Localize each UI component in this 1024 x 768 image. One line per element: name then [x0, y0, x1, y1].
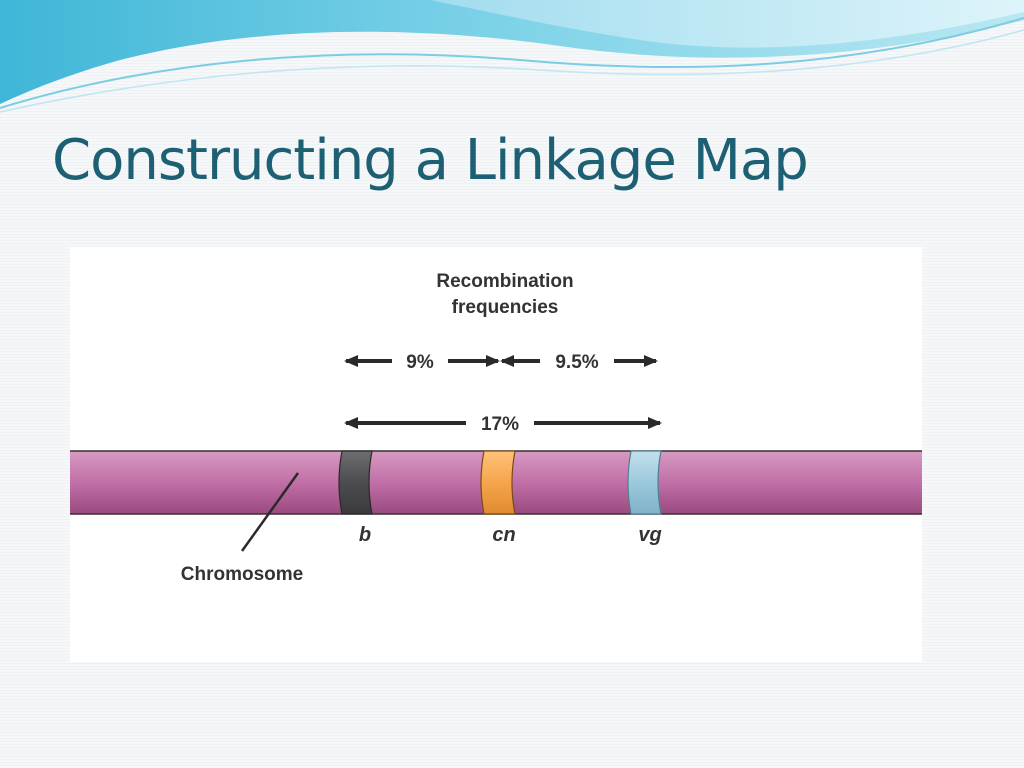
recombination-b-vg-label: 17% [481, 414, 519, 435]
gene-label-vg: vg [638, 524, 661, 546]
linkage-map-diagram: Recombination frequencies 9% 9.5% 17% [70, 271, 922, 585]
gene-band-vg [627, 450, 662, 515]
arrow-b-vg: 17% [344, 414, 662, 435]
recombination-heading-line2: frequencies [452, 297, 559, 318]
linkage-map-figure: Recombination frequencies 9% 9.5% 17% [70, 247, 922, 662]
chromosome-pointer-line [240, 472, 300, 552]
arrow-cn-vg: 9.5% [500, 352, 658, 373]
gene-band-cn [480, 450, 516, 515]
header-wave-decoration [0, 0, 1024, 113]
slide-title: Constructing a Linkage Map [52, 128, 809, 193]
gene-label-b: b [359, 524, 371, 546]
chromosome-label: Chromosome [181, 564, 303, 585]
gene-label-cn: cn [492, 524, 515, 546]
arrow-b-cn: 9% [344, 352, 500, 373]
gene-band-b [338, 450, 373, 515]
recombination-heading-line1: Recombination [436, 271, 573, 292]
recombination-b-cn-label: 9% [406, 352, 434, 373]
recombination-cn-vg-label: 9.5% [555, 352, 598, 373]
